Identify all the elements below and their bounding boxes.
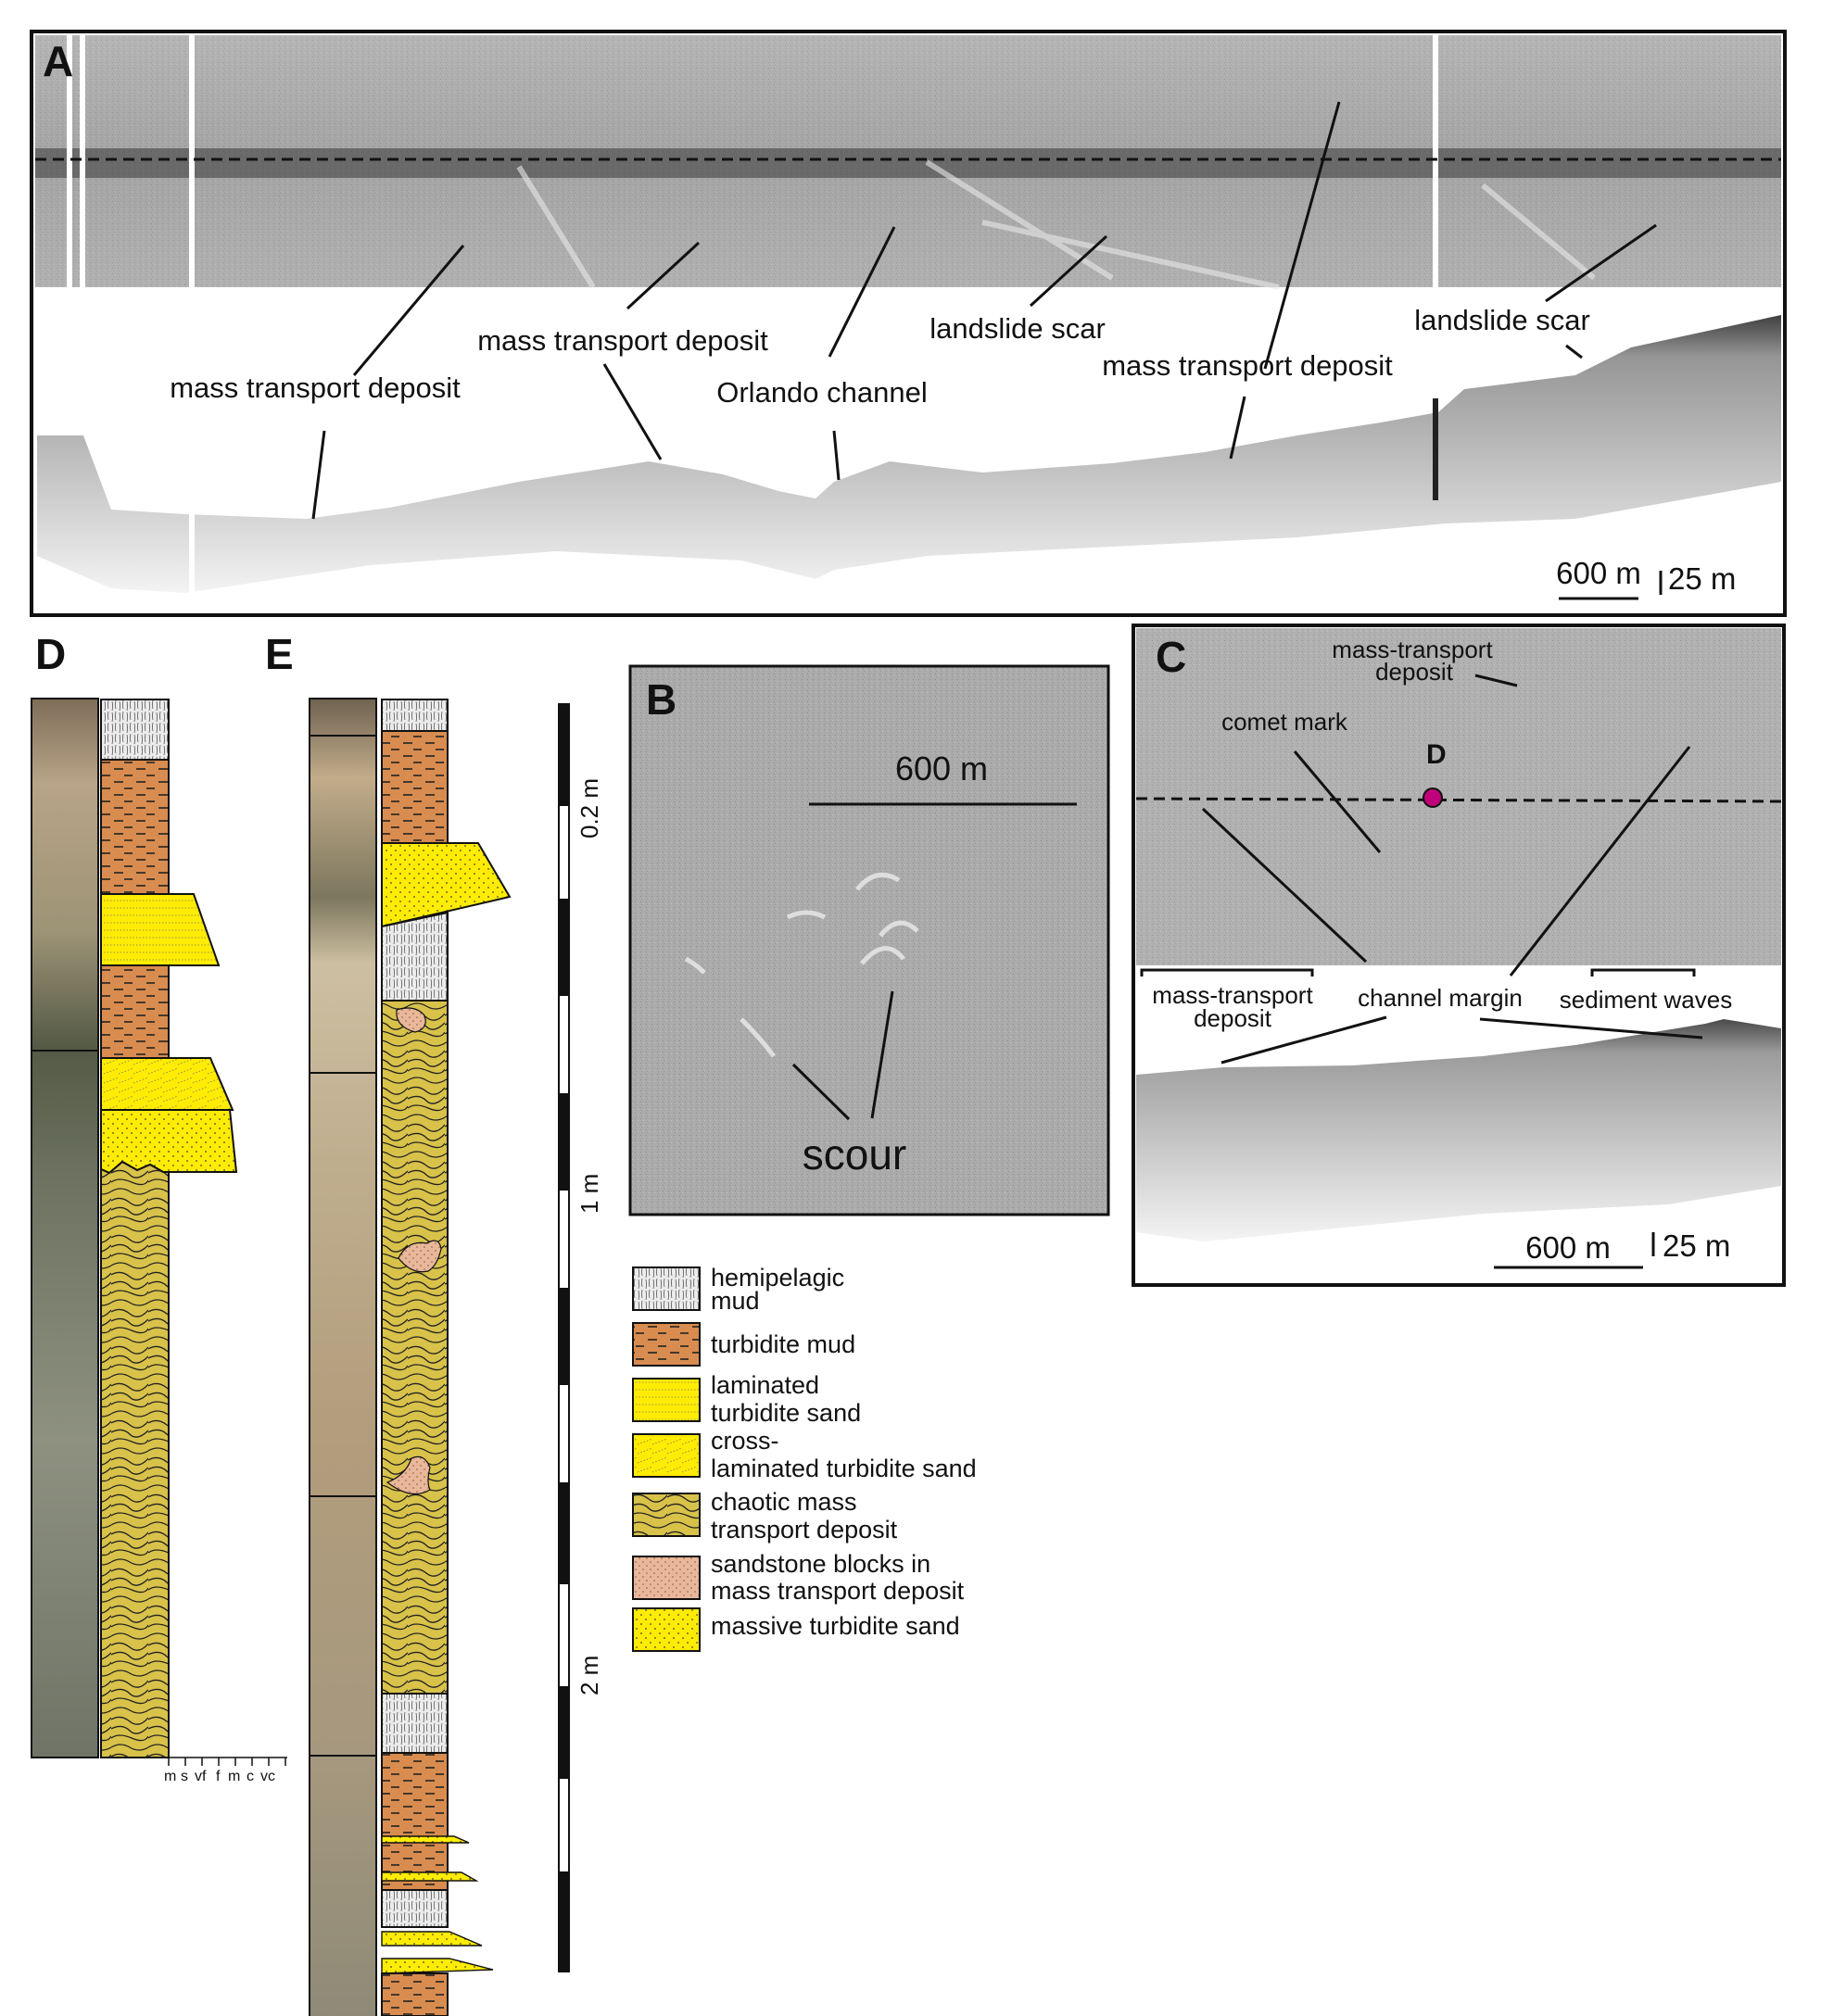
panel-c-track-line xyxy=(1135,797,1782,803)
panel-c-label-channel-margin: channel margin xyxy=(1358,984,1523,1012)
panel-d-grain-s: s xyxy=(181,1769,188,1784)
depth-scale-1m: 1 m xyxy=(575,1174,603,1214)
legend-label-laminated-2: turbidite sand xyxy=(711,1399,861,1427)
panel-a: A mass transport deposit mass transport … xyxy=(30,30,1787,617)
panel-a-scale-h: 600 m xyxy=(1556,556,1641,590)
panel-c-label-mtd-bottom-1: mass-transport xyxy=(1152,981,1313,1009)
legend-label-crosslam-1: cross- xyxy=(711,1427,779,1455)
panel-b-label-scour: scour xyxy=(803,1130,906,1178)
legend-swatch-turbidite-mud xyxy=(632,1322,701,1367)
panel-a-label-mtd-1: mass transport deposit xyxy=(170,372,461,404)
panel-b: B 600 m scour xyxy=(628,664,1110,1216)
panel-d-grain-c: c xyxy=(247,1769,254,1784)
panel-c-scale-v: 25 m xyxy=(1663,1228,1730,1263)
panel-c-letter: C xyxy=(1156,633,1186,681)
legend-label-chaotic-2: transport deposit xyxy=(711,1516,898,1544)
panel-a-profile xyxy=(37,315,1781,593)
legend-swatch-sandstone-blocks xyxy=(632,1556,701,1600)
legend xyxy=(632,1266,701,1652)
panel-c-core-d-marker xyxy=(1423,788,1443,808)
legend-label-blocks-1: sandstone blocks in xyxy=(711,1550,930,1578)
panel-c-label-mtd-bottom-2: deposit xyxy=(1194,1004,1272,1032)
panel-e: E xyxy=(265,630,512,2016)
panel-c-profile xyxy=(1136,1019,1781,1241)
panel-c-label-sediment-waves: sediment waves xyxy=(1560,986,1732,1014)
legend-labels: hemipelagic mud turbidite mud laminated … xyxy=(711,1264,977,1640)
panel-c-label-comet-mark: comet mark xyxy=(1221,708,1348,736)
legend-label-hemipelagic-2: mud xyxy=(711,1287,760,1315)
panel-a-letter: A xyxy=(43,37,73,85)
panel-b-image xyxy=(628,664,1110,1216)
legend-label-chaotic-1: chaotic mass xyxy=(711,1488,857,1516)
legend-swatch-hemipelagic xyxy=(632,1266,701,1311)
panel-d-grain-vc: vc xyxy=(260,1769,275,1784)
legend-label-hemipelagic-1: hemipelagic xyxy=(711,1264,844,1292)
legend-swatch-laminated-sand xyxy=(632,1378,701,1422)
panel-d-grain-m2: m xyxy=(228,1769,240,1784)
panel-a-label-mtd-3: mass transport deposit xyxy=(1102,349,1393,382)
panel-b-letter: B xyxy=(646,675,677,724)
panel-d-grain-axis xyxy=(168,1757,287,1766)
panel-d: D m s vf f m c vc xyxy=(31,630,287,1784)
panel-c-sidescan xyxy=(1136,628,1781,965)
panel-d-core-photo xyxy=(31,698,99,1758)
depth-scale-2m: 2 m xyxy=(575,1656,603,1695)
panel-d-log xyxy=(100,699,238,1758)
panel-b-scale: 600 m xyxy=(895,750,988,788)
panel-a-scale-v: 25 m xyxy=(1668,561,1736,596)
legend-label-laminated-1: laminated xyxy=(711,1371,819,1399)
legend-swatch-chaotic-mtd xyxy=(632,1493,701,1537)
panel-c-label-mtd-top-2: deposit xyxy=(1375,658,1454,686)
panel-d-grain-vf: vf xyxy=(195,1769,207,1784)
panel-c-label-core-d: D xyxy=(1426,739,1447,770)
panel-e-log xyxy=(381,699,512,2016)
panel-a-label-landslide-scar-1: landslide scar xyxy=(929,312,1106,345)
legend-swatch-cross-laminated-sand xyxy=(632,1433,701,1478)
panel-d-letter: D xyxy=(35,630,66,678)
legend-label-turbidite-mud: turbidite mud xyxy=(711,1330,855,1358)
legend-label-massive: massive turbidite sand xyxy=(711,1612,960,1640)
panel-d-grain-m: m xyxy=(164,1769,176,1784)
panel-d-grain-f: f xyxy=(216,1769,221,1784)
panel-e-core-photo xyxy=(309,698,377,2016)
panel-e-letter: E xyxy=(265,630,294,678)
depth-scale-0-2m: 0.2 m xyxy=(575,778,603,838)
legend-label-crosslam-2: laminated turbidite sand xyxy=(711,1455,977,1482)
panel-c-label-mtd-top-1: mass-transport xyxy=(1332,636,1493,663)
panel-c-scale-h: 600 m xyxy=(1525,1230,1611,1265)
depth-scale: 0.2 m 1 m 2 m xyxy=(558,703,603,1972)
legend-label-blocks-2: mass transport deposit xyxy=(711,1577,965,1605)
panel-a-label-orlando-channel: Orlando channel xyxy=(716,376,928,409)
panel-a-label-landslide-scar-2: landslide scar xyxy=(1414,304,1590,336)
panel-a-callout-lines xyxy=(311,101,1657,520)
legend-swatch-massive-sand xyxy=(632,1607,701,1652)
panel-c-callout-lines xyxy=(1140,674,1703,1065)
panel-c: C mass-transport deposit comet mark D ma… xyxy=(1132,624,1786,1287)
panel-a-label-mtd-2: mass transport deposit xyxy=(477,324,768,357)
